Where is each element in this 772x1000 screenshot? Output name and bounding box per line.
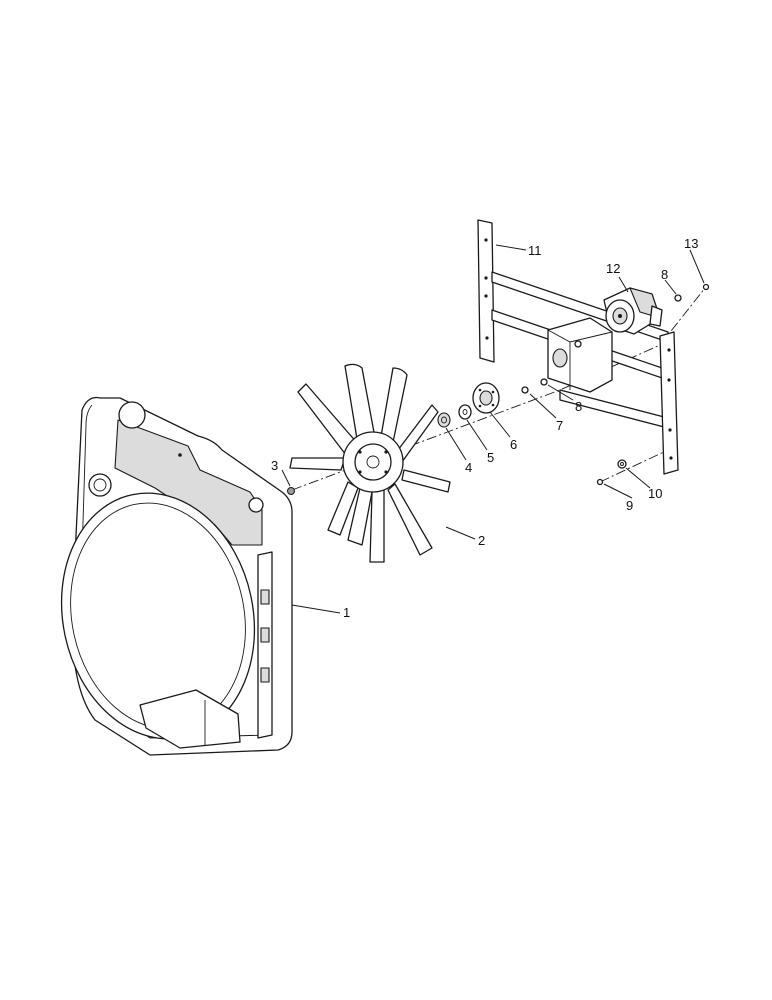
mounting-bracket-frame — [477, 219, 679, 475]
fan-blade-assembly — [289, 363, 451, 563]
callout-2: 2 — [478, 533, 485, 548]
washer-10 — [617, 459, 627, 469]
callout-10: 10 — [648, 486, 662, 501]
callout-9: 9 — [626, 498, 633, 513]
washer-5 — [458, 404, 472, 420]
hydraulic-motor — [603, 287, 663, 335]
callout-7: 7 — [556, 418, 563, 433]
screw-7 — [521, 386, 529, 394]
screw-13 — [702, 283, 710, 291]
callout-12: 12 — [606, 261, 620, 276]
screw-9 — [596, 478, 604, 486]
callout-8-upper: 8 — [661, 267, 668, 282]
callout-4: 4 — [465, 460, 472, 475]
washer-8-lower — [540, 378, 548, 386]
callout-8-lower: 8 — [575, 399, 582, 414]
pulley-6 — [472, 382, 500, 414]
callout-1: 1 — [343, 605, 350, 620]
callout-5: 5 — [487, 450, 494, 465]
bolt-3 — [287, 487, 295, 495]
callout-labels: 1 2 3 4 5 6 7 8 8 9 10 11 12 13 — [271, 236, 698, 620]
nut-4 — [437, 412, 451, 428]
washer-8-upper — [674, 294, 682, 302]
fan-shroud — [60, 396, 293, 756]
callout-leaders — [281, 244, 705, 614]
callout-11: 11 — [528, 243, 542, 258]
callout-3: 3 — [271, 458, 278, 473]
callout-13: 13 — [684, 236, 698, 251]
callout-6: 6 — [510, 437, 517, 452]
